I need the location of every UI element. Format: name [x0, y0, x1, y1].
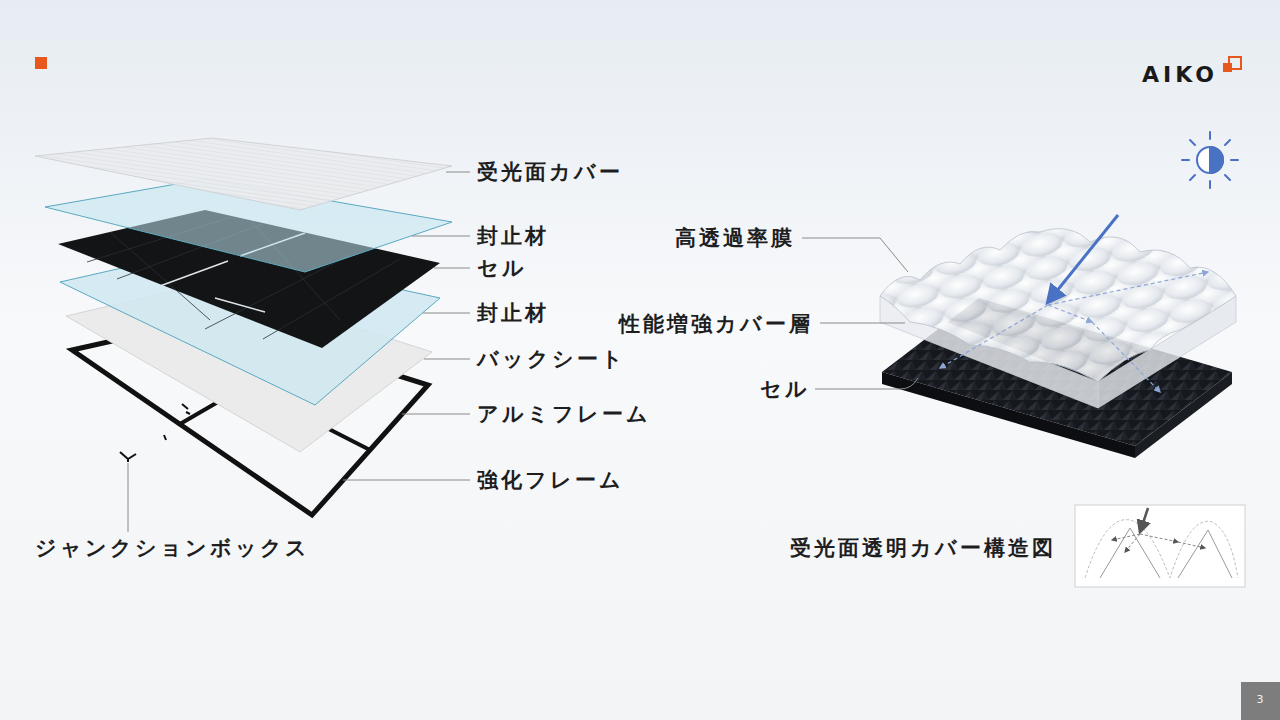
page-number-box	[1241, 682, 1280, 720]
sun-ray	[1190, 140, 1195, 145]
cell-base-side	[1135, 372, 1232, 458]
cover-structure	[880, 215, 1236, 458]
leader-line	[423, 313, 470, 314]
leader-line	[820, 323, 905, 324]
refracted-ray	[1048, 305, 1092, 322]
refracted-ray	[940, 305, 1048, 368]
cell-divider	[160, 261, 228, 286]
sun-ray	[1225, 140, 1230, 145]
part-label: 受光面カバー	[477, 160, 623, 184]
leader-line	[815, 378, 918, 389]
leader-line	[343, 480, 470, 481]
inset-refraction	[1140, 534, 1178, 542]
part-label: ジャンクションボックス	[35, 536, 310, 560]
sun-ray	[1231, 159, 1238, 161]
inset-profile	[1085, 520, 1238, 578]
page-number: 3	[1257, 694, 1264, 707]
inset-ray	[1140, 508, 1148, 532]
sun-half	[1210, 147, 1223, 173]
inset-frame	[1075, 505, 1245, 587]
part-label: 強化フレーム	[477, 468, 624, 492]
high-transmittance-film	[880, 229, 1236, 382]
part-label: 封止材	[477, 224, 549, 248]
junction-box	[120, 404, 190, 462]
leader-line	[434, 268, 470, 269]
leader-line	[412, 236, 470, 237]
inset-refraction	[1112, 534, 1140, 540]
part-label: セル	[760, 377, 810, 401]
figure-caption: 受光面透明カバー構造図	[790, 536, 1056, 560]
leader-line	[446, 172, 470, 173]
cell-divider	[215, 298, 265, 312]
cell-grid-line	[110, 232, 210, 320]
inset-refractions	[1112, 534, 1205, 552]
junction-box-mark	[164, 435, 166, 440]
exploded-panel	[35, 138, 452, 515]
light-ray	[1048, 215, 1118, 302]
cell-grid-line	[263, 259, 400, 339]
inset-pyramid	[1100, 528, 1232, 578]
part-label: セル	[477, 256, 527, 280]
sun-ray	[1190, 175, 1195, 180]
logo-square	[1223, 63, 1232, 72]
leader-line	[424, 359, 470, 360]
part-label: 高透過率膜	[675, 226, 795, 250]
leader-line	[802, 238, 908, 272]
front-cover	[35, 138, 452, 210]
sun-ray	[1182, 159, 1189, 161]
refracted-ray	[1092, 322, 1160, 392]
sun-disc	[1197, 147, 1223, 173]
inset-refraction	[1178, 542, 1205, 548]
junction-box-mark	[120, 452, 136, 462]
sun-icon	[1182, 132, 1238, 188]
accent-square	[35, 57, 47, 69]
leader-lines	[128, 172, 918, 532]
inset-refraction	[1125, 534, 1140, 552]
leader-line	[402, 414, 470, 415]
sun-ray	[1209, 181, 1211, 188]
logo-mark	[1223, 57, 1241, 72]
part-label: バックシート	[477, 347, 626, 371]
refracted-rays	[940, 272, 1208, 392]
refracted-ray	[1048, 272, 1208, 305]
cell-grid-line	[205, 255, 350, 329]
part-label: 封止材	[477, 301, 549, 325]
junction-box-mark	[182, 404, 190, 414]
leader-line	[128, 463, 129, 532]
logo-text: AIKO	[1142, 62, 1218, 87]
part-label: 性能増強カバー層	[619, 312, 813, 336]
sun-ray	[1209, 132, 1211, 139]
sun-ray	[1225, 175, 1230, 180]
inset-diagram	[1075, 505, 1245, 587]
part-label: アルミフレーム	[477, 402, 651, 426]
